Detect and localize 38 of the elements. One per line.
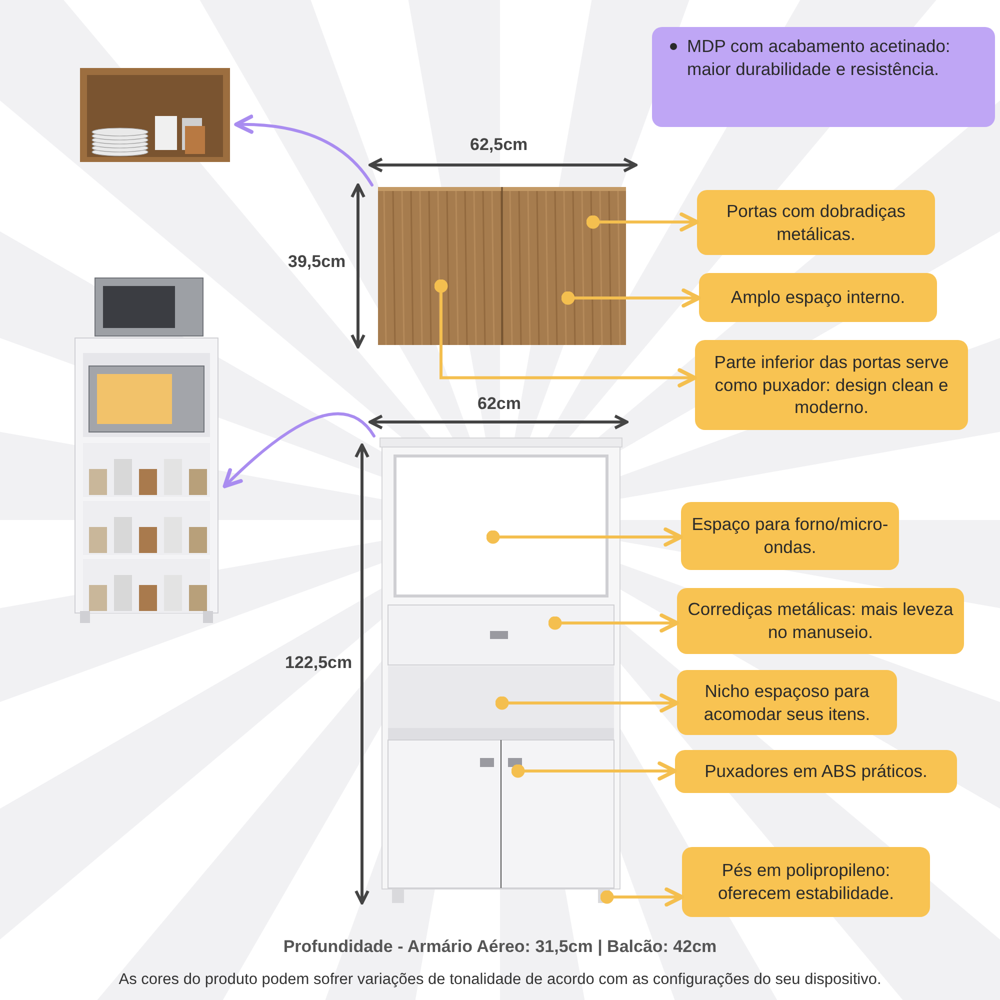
- dimension-label: 39,5cm: [288, 252, 346, 272]
- feature-text: Amplo espaço interno.: [730, 286, 906, 309]
- feature-text: Puxadores em ABS práticos.: [704, 760, 928, 783]
- wall-cabinet-drawing: [378, 187, 626, 345]
- curved-arrow: [222, 412, 376, 488]
- feature-callout-box: [682, 847, 930, 917]
- leader-line: [600, 887, 684, 907]
- feature-text: Portas com dobradiças metálicas.: [726, 200, 906, 246]
- feature-callout-box: [699, 273, 937, 322]
- leader-line: [511, 761, 677, 781]
- cabinet-with-microwave-drawing: [75, 278, 218, 623]
- disclaimer-note: As cores do produto podem sofrer variações de tonalidade de acordo com as configurações do seu dispositivo.: [118, 971, 882, 988]
- feature-text: Pés em polipropileno: oferecem estabilidade.: [716, 859, 896, 905]
- curved-arrow: [234, 114, 374, 186]
- leader-line: [548, 613, 679, 633]
- feature-callout-box: [681, 502, 899, 570]
- feature-callout-box: [677, 670, 897, 735]
- feature-callout-box: [697, 190, 935, 255]
- leader-line: [561, 288, 701, 308]
- feature-text: Nicho espaçoso para acomodar seus itens.: [702, 680, 872, 726]
- feature-callout-box: [675, 750, 957, 793]
- tall-cabinet-drawing: [380, 438, 622, 905]
- leader-line: [434, 279, 697, 388]
- dimension-label: 62,5cm: [470, 135, 528, 155]
- leader-line: [586, 212, 699, 232]
- leader-line: [495, 693, 679, 713]
- feature-text: Parte inferior das portas serve como puxador: design clean e moderno.: [713, 350, 950, 420]
- feature-callout-box: [677, 588, 964, 654]
- feature-note-box: [652, 27, 995, 127]
- feature-text: Corrediças metálicas: mais leveza no manuseio.: [687, 598, 954, 644]
- feature-text: MDP com acabamento acetinado: maior durabilidade e resistência.: [687, 35, 952, 80]
- depth-note: Profundidade - Armário Aéreo: 31,5cm | Balcão: 42cm: [283, 937, 717, 956]
- feature-text: Espaço para forno/micro-ondas.: [691, 513, 889, 559]
- dimension-label: 122,5cm: [285, 653, 352, 673]
- open-cabinet-with-dishes-drawing: [80, 68, 230, 162]
- feature-callout-box: [695, 340, 968, 430]
- dimension-label: 62cm: [478, 394, 521, 414]
- leader-line: [486, 527, 683, 547]
